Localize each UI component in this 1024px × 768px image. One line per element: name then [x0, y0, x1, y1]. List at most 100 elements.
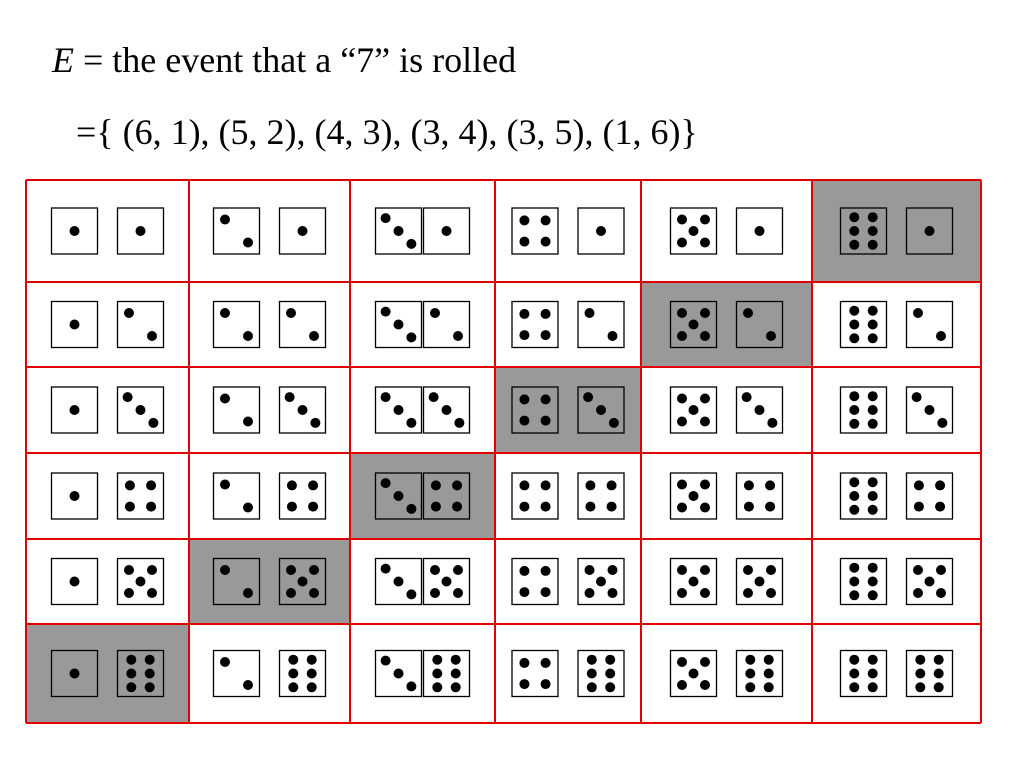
die [511, 386, 559, 434]
die-pip [450, 682, 461, 693]
die-pip [220, 565, 230, 575]
die-face [905, 649, 954, 698]
die-pip [935, 480, 946, 491]
die [577, 386, 625, 434]
die-pip [754, 405, 765, 415]
die-pip [309, 565, 319, 575]
die [374, 649, 423, 698]
die-pip [867, 562, 878, 573]
die-pip [69, 491, 80, 501]
outcome-cell [839, 300, 954, 349]
die-pip [677, 479, 687, 490]
die-pip [310, 417, 321, 428]
die-pip [243, 331, 253, 341]
die-pip [867, 477, 878, 488]
die-pip [406, 589, 417, 600]
die-pip [605, 682, 616, 693]
die [278, 300, 327, 349]
die-pip [220, 657, 230, 667]
die-pip [849, 212, 860, 223]
die [374, 386, 423, 434]
die-pip [867, 391, 878, 402]
outcome-cell [374, 557, 471, 606]
die-pip [677, 214, 687, 225]
die-pip [745, 654, 756, 665]
die-pip [741, 392, 752, 403]
die [735, 300, 784, 349]
die-pip [849, 682, 860, 693]
die-pip [700, 308, 710, 318]
die-pip [135, 405, 146, 415]
die-pip [441, 576, 452, 587]
die [511, 649, 559, 698]
outcome-cell [212, 386, 327, 434]
die-pip [700, 502, 710, 513]
event-definition: E = the event that a “7” is rolled [52, 38, 516, 82]
die-pip [605, 668, 616, 679]
die-pip [743, 308, 753, 318]
die-pip [765, 501, 776, 512]
die [116, 472, 165, 520]
die-pip [146, 480, 157, 491]
die [50, 300, 99, 349]
die-pip [606, 501, 617, 512]
die-pip [867, 668, 878, 679]
die-pip [393, 576, 404, 587]
die-pip [148, 417, 159, 428]
die-pip [605, 654, 616, 665]
die-pip [124, 501, 135, 512]
die-pip [147, 565, 157, 575]
die-pip [763, 668, 774, 679]
die-pip [677, 680, 687, 690]
die-pip [849, 654, 860, 665]
die-pip [913, 308, 923, 318]
die [116, 386, 165, 434]
die-pip [607, 331, 618, 341]
die-pip [135, 226, 146, 236]
die [735, 557, 784, 606]
grid-lines [25, 179, 982, 724]
die-pip [519, 679, 530, 690]
outcome-cell [511, 557, 625, 606]
die [577, 557, 625, 606]
die [374, 472, 423, 520]
die-pip [933, 668, 944, 679]
die [374, 300, 423, 349]
die-pip [688, 576, 699, 587]
die-pip [745, 668, 756, 679]
die-pip [243, 237, 253, 248]
die-pip [849, 491, 860, 501]
die [278, 386, 327, 434]
die-pip [393, 668, 404, 679]
die-pip [849, 319, 860, 330]
die-pip [453, 331, 463, 341]
die-pip [924, 226, 935, 236]
die-pip [432, 682, 443, 693]
die [116, 207, 165, 255]
die-pip [915, 654, 926, 665]
die-pip [540, 657, 551, 668]
die-pip [519, 236, 530, 247]
die-pip [767, 417, 778, 428]
die-pip [135, 576, 146, 587]
die-pip [849, 562, 860, 573]
die-face [212, 207, 261, 255]
die-face [212, 649, 261, 698]
die-pip [453, 565, 463, 575]
die-pip [122, 392, 133, 403]
die-pip [867, 654, 878, 665]
die-pip [585, 480, 596, 491]
outcome-cell [50, 472, 165, 520]
die-pip [220, 308, 230, 318]
die-pip [69, 226, 80, 236]
die-pip [849, 226, 860, 236]
die-pip [915, 668, 926, 679]
die-pip [69, 319, 80, 330]
die-pip [441, 405, 452, 415]
outcome-cell [212, 300, 327, 349]
die-pip [454, 417, 465, 428]
die-pip [309, 331, 319, 341]
die-face [735, 300, 784, 349]
die-pip [924, 405, 935, 415]
die-pip [540, 679, 551, 690]
